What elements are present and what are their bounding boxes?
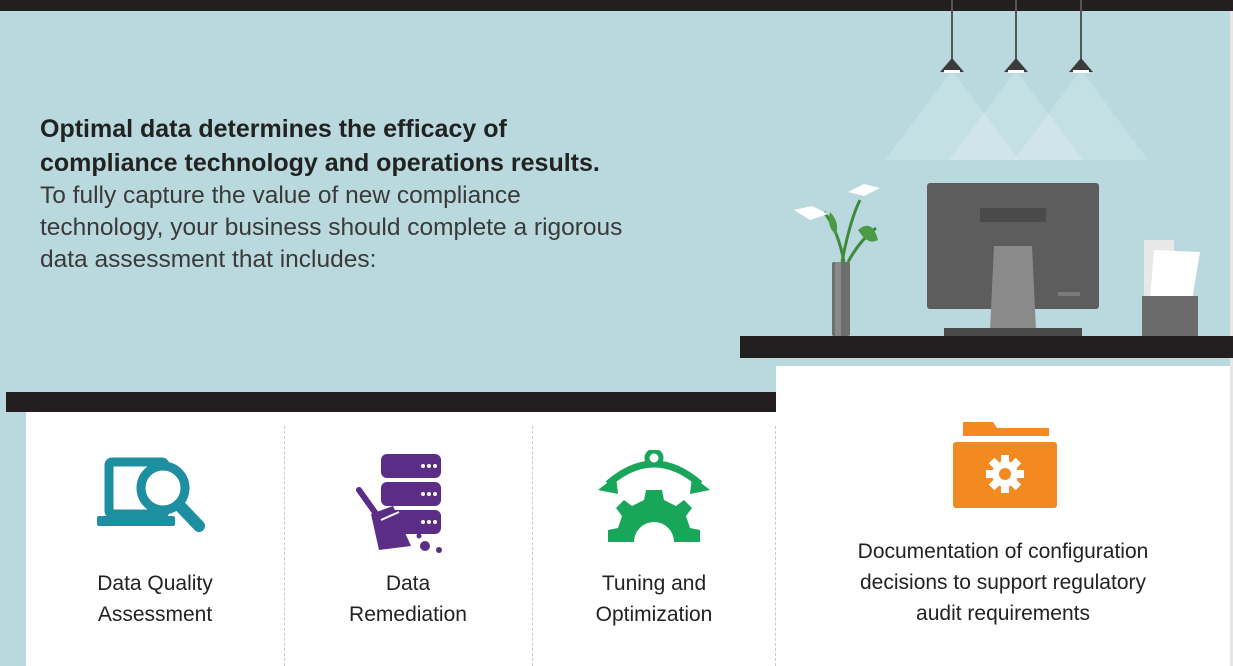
folder-gear-icon xyxy=(953,422,1057,508)
pendant-lamp xyxy=(1004,58,1028,72)
item-data-quality-assessment: Data Quality Assessment xyxy=(26,412,284,666)
item-label-line2: Remediation xyxy=(349,603,467,626)
assessment-items-panel: Data Quality Assessment Data Remediation xyxy=(26,412,776,666)
database-broom-icon xyxy=(356,454,442,553)
light-beam xyxy=(1014,70,1148,160)
item-label-line2: Optimization xyxy=(595,603,713,626)
laptop-magnifier-icon xyxy=(97,457,205,532)
item-label-line2: Assessment xyxy=(97,603,213,626)
vase-plant-icon xyxy=(794,184,880,336)
intro-body: To fully capture the value of new compli… xyxy=(40,180,760,276)
pendant-lamp xyxy=(940,58,964,72)
item-documentation: Documentation of configuration decisions… xyxy=(776,366,1230,666)
item-label-line1: Tuning and xyxy=(601,572,707,595)
divider xyxy=(284,426,285,666)
office-desk-illustration xyxy=(740,0,1233,358)
item-label: Data Remediation xyxy=(284,568,532,630)
item-label: Tuning and Optimization xyxy=(532,568,776,630)
intro-heading-line2: compliance technology and operations res… xyxy=(40,149,600,177)
item-label-line3: audit requirements xyxy=(916,602,1090,625)
divider xyxy=(775,426,776,666)
monitor-icon xyxy=(927,183,1099,336)
desk-top-left xyxy=(6,392,776,412)
intro-body-line2: technology, your business should complet… xyxy=(40,214,623,241)
item-label-line1: Data xyxy=(385,572,431,595)
intro-heading-line1: Optimal data determines the efficacy of xyxy=(40,115,507,143)
item-label-line1: Documentation of configuration xyxy=(857,540,1149,563)
top-bar xyxy=(0,0,1233,11)
item-label: Documentation of configuration decisions… xyxy=(796,536,1210,629)
paper-holder-icon xyxy=(1142,240,1200,336)
divider xyxy=(532,426,533,666)
gear-arrows-icon xyxy=(598,450,710,542)
item-tuning-optimization: Tuning and Optimization xyxy=(532,412,776,666)
desk-top-right xyxy=(740,336,1233,358)
item-label: Data Quality Assessment xyxy=(26,568,284,630)
intro-text: Optimal data determines the efficacy of … xyxy=(40,112,760,276)
pendant-lamp xyxy=(1069,58,1093,72)
intro-body-line3: data assessment that includes: xyxy=(40,246,377,273)
intro-body-line1: To fully capture the value of new compli… xyxy=(40,182,521,209)
light-beam xyxy=(885,70,1019,160)
light-beam xyxy=(949,70,1083,160)
intro-heading: Optimal data determines the efficacy of … xyxy=(40,112,760,180)
item-label-line1: Data Quality xyxy=(97,572,213,595)
item-label-line2: decisions to support regulatory xyxy=(860,571,1146,594)
item-data-remediation: Data Remediation xyxy=(284,412,532,666)
